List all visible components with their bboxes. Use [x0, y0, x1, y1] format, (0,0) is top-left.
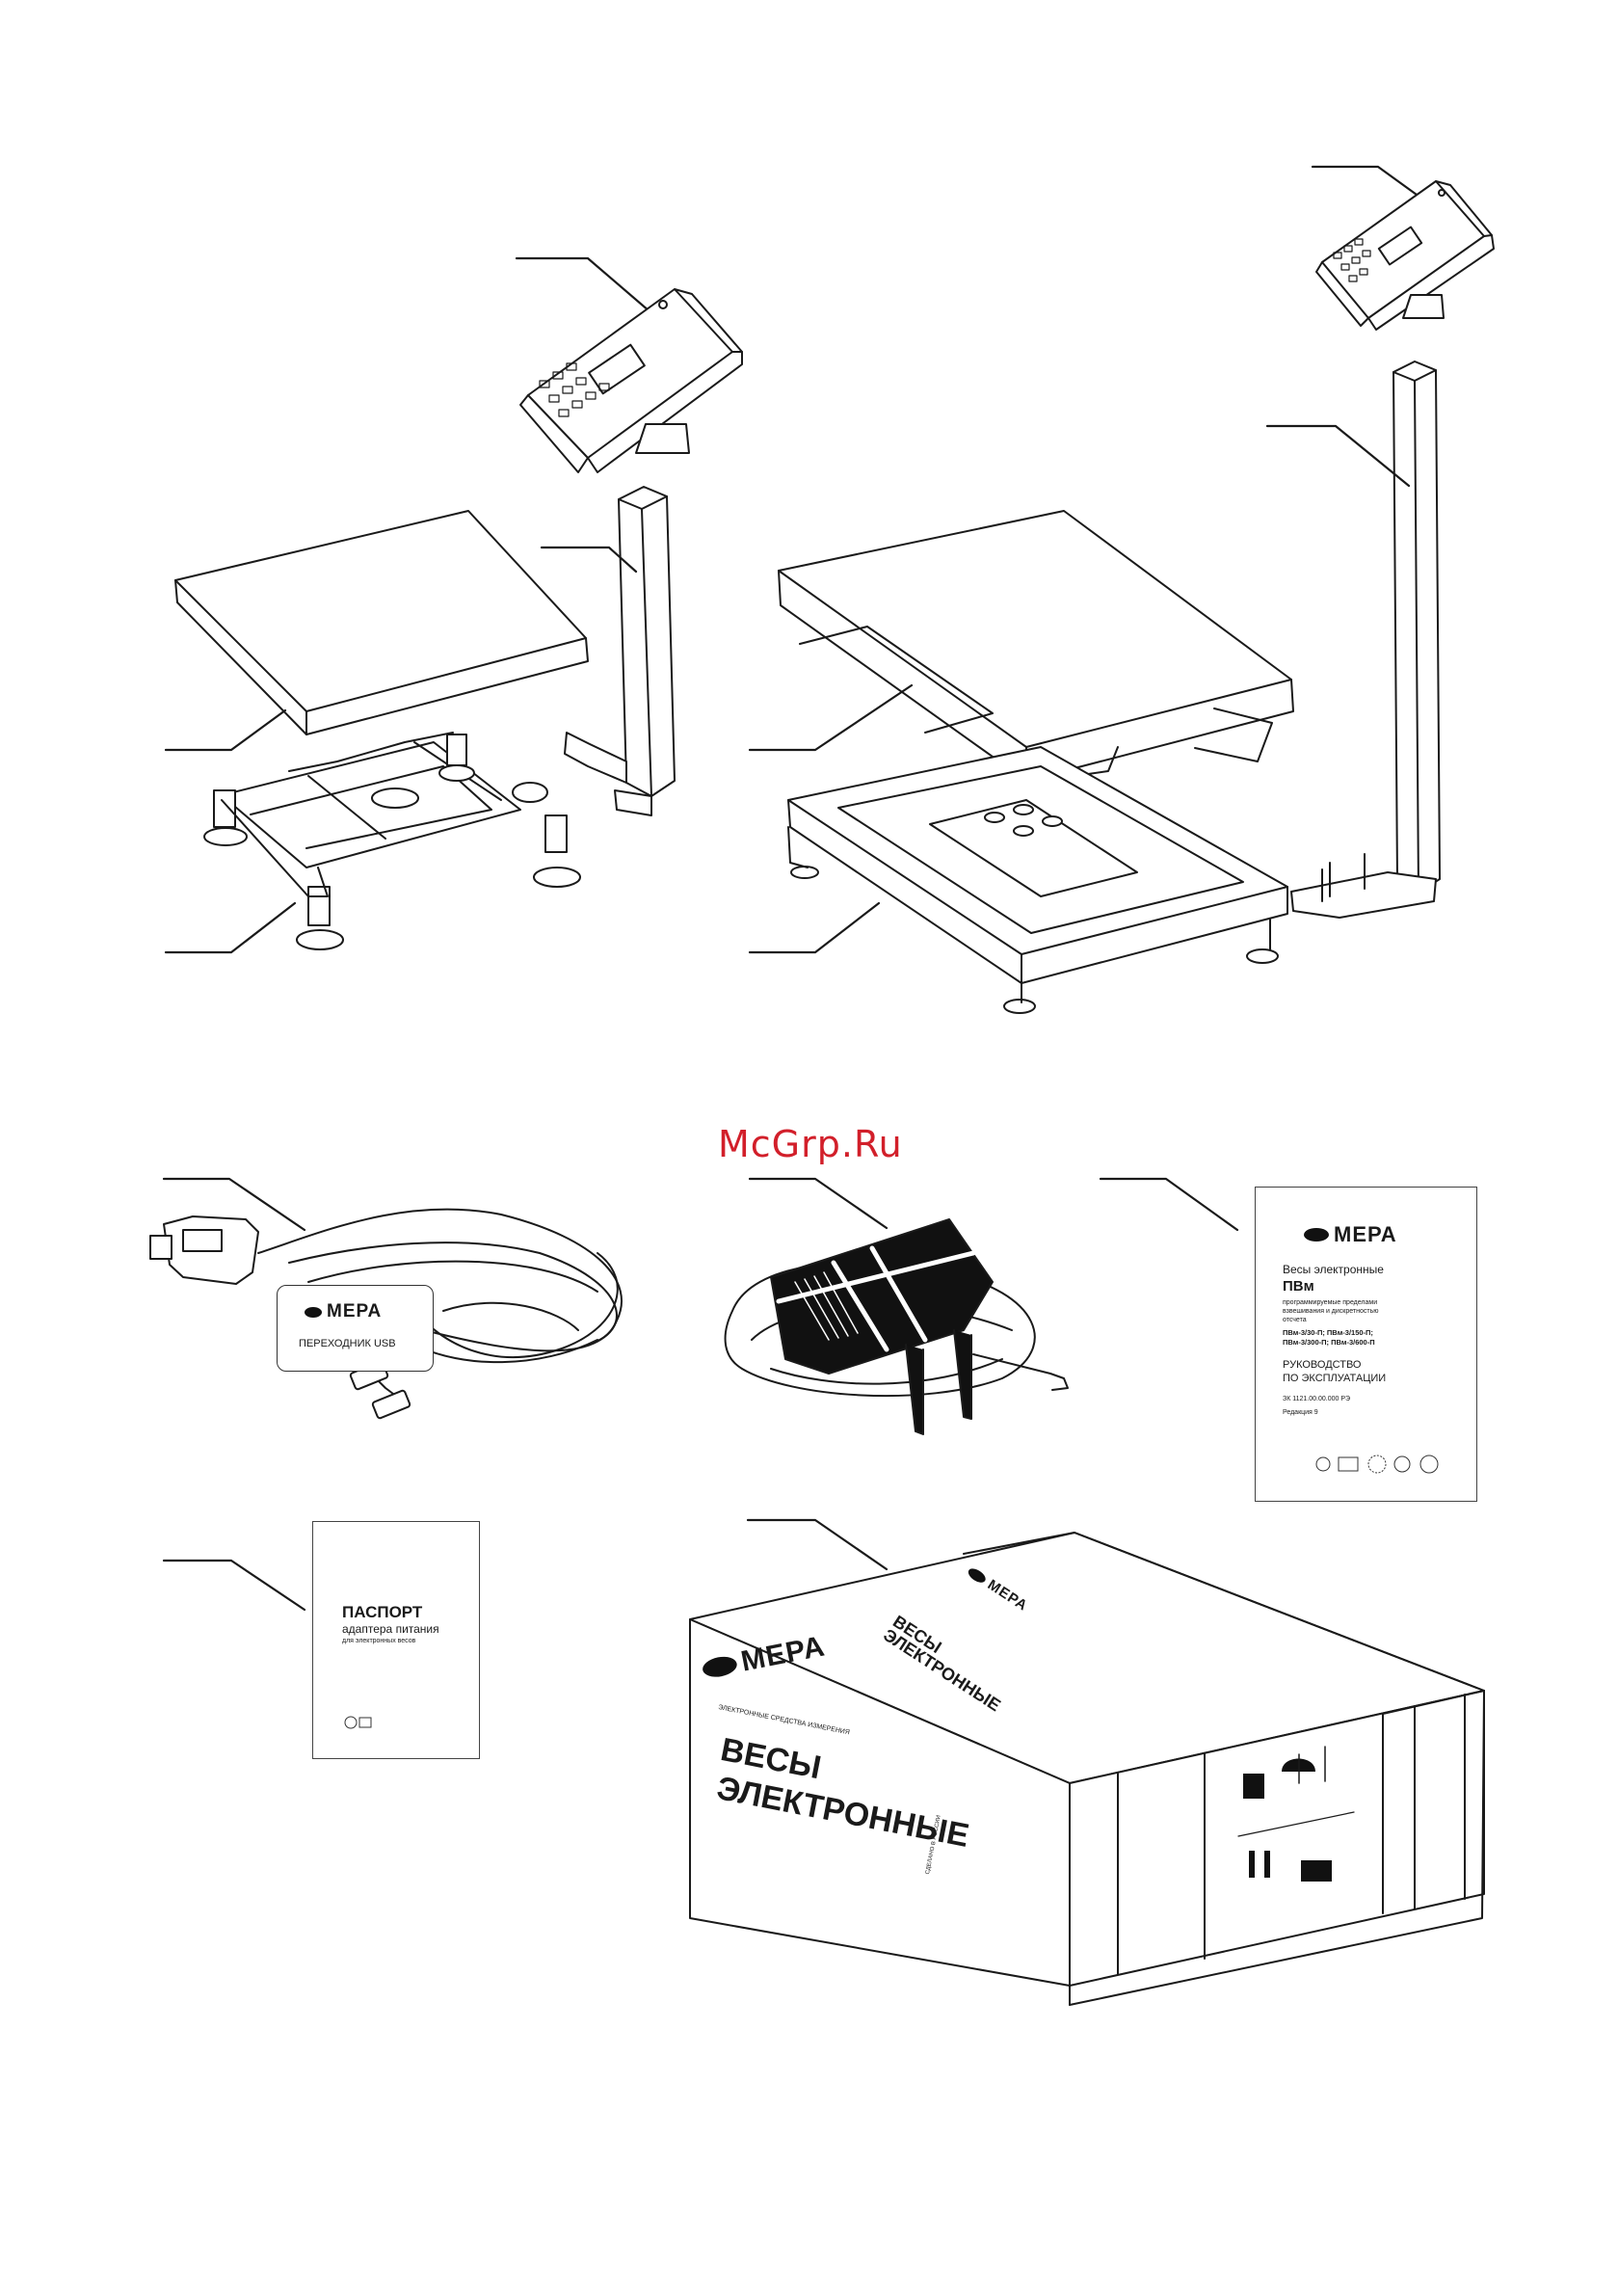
callout-lines: [162, 165, 1436, 1612]
weight-indicator-right: [1315, 180, 1495, 331]
usb-adapter-label: ПЕРЕХОДНИК USB: [299, 1338, 396, 1349]
brand-logo-icon: [305, 1306, 322, 1318]
tall-stand: [1290, 360, 1441, 919]
shipping-box: [689, 1532, 1485, 2006]
power-adapter: [724, 1218, 1069, 1435]
manual-model: ПВм: [1283, 1278, 1314, 1295]
brand-logo-icon: [1304, 1228, 1329, 1241]
watermark-text: McGrp.Ru: [718, 1123, 903, 1165]
passport-subtitle: адаптера питания: [342, 1622, 439, 1636]
brand-logo: МЕРА: [1304, 1222, 1397, 1247]
platform-left: [174, 510, 589, 735]
weight-indicator-left: [519, 288, 743, 473]
manual-revision: Редакция 9: [1283, 1409, 1318, 1416]
certification-marks-icon: [1315, 1455, 1439, 1474]
short-stand: [564, 486, 676, 816]
manual-code: ЗК 1121.00.00.000 РЭ: [1283, 1396, 1351, 1402]
manual-title: Весы электронные: [1283, 1263, 1384, 1276]
manual-doc-title: РУКОВОДСТВО: [1283, 1359, 1362, 1371]
usb-adapter-tag: МЕРА ПЕРЕХОДНИК USB: [277, 1285, 434, 1372]
passport-title: ПАСПОРТ: [342, 1603, 423, 1621]
base-frame-right: [787, 746, 1288, 1014]
brand-logo-icon: [701, 1654, 739, 1680]
power-adapter-passport: ПАСПОРТ адаптера питания для электронных…: [312, 1521, 480, 1759]
passport-note: для электронных весов: [342, 1638, 416, 1644]
operating-manual: МЕРА Весы электронные ПВм программируемы…: [1255, 1187, 1477, 1502]
certification-mark-icon: [344, 1716, 372, 1729]
base-frame-left: [203, 732, 581, 950]
brand-logo: МЕРА: [305, 1301, 382, 1322]
platform-right: [778, 510, 1294, 782]
usb-adapter-cable: [149, 1208, 623, 1420]
